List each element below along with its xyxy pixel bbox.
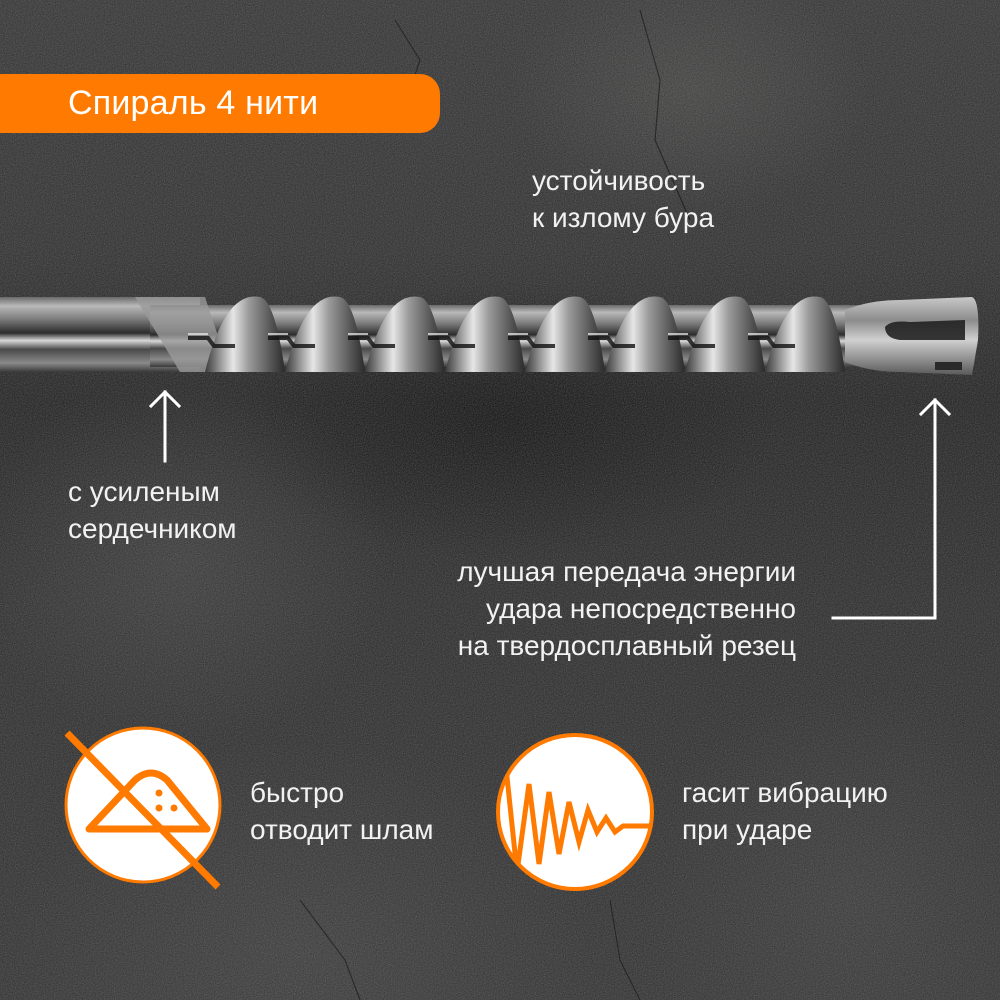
vibration-line-2: при ударе	[682, 814, 813, 845]
arrow-up-icon	[148, 389, 182, 463]
banner-title: Спираль 4 нити	[68, 84, 319, 122]
vibration-caption: гасит вибрацию при ударе	[682, 774, 888, 848]
sludge-line-2: отводит шлам	[250, 814, 434, 845]
energy-line-3: на твердосплавный резец	[457, 630, 796, 661]
vibration-line-1: гасит вибрацию	[682, 777, 888, 808]
drill-bit-image	[0, 296, 979, 375]
sludge-caption: быстро отводит шлам	[250, 774, 434, 848]
stability-line-1: устойчивость	[532, 165, 706, 196]
damped-vibration-wave-icon	[496, 733, 654, 891]
sludge-line-1: быстро	[250, 777, 345, 808]
core-line-2: сердечником	[68, 513, 237, 544]
energy-line-2: удара непосредственно	[486, 593, 796, 624]
energy-line-1: лучшая передача энергии	[457, 556, 796, 587]
core-line-1: с усиленым	[68, 476, 220, 507]
no-sludge-pile-icon	[64, 726, 222, 890]
title-banner: Спираль 4 нити	[0, 74, 440, 133]
core-caption: с усиленым сердечником	[68, 473, 237, 547]
energy-caption: лучшая передача энергии удара непосредст…	[457, 553, 796, 664]
elbow-arrow-up-icon	[831, 397, 952, 620]
stability-caption: устойчивость к излому бура	[532, 162, 714, 236]
stability-line-2: к излому бура	[532, 202, 715, 233]
